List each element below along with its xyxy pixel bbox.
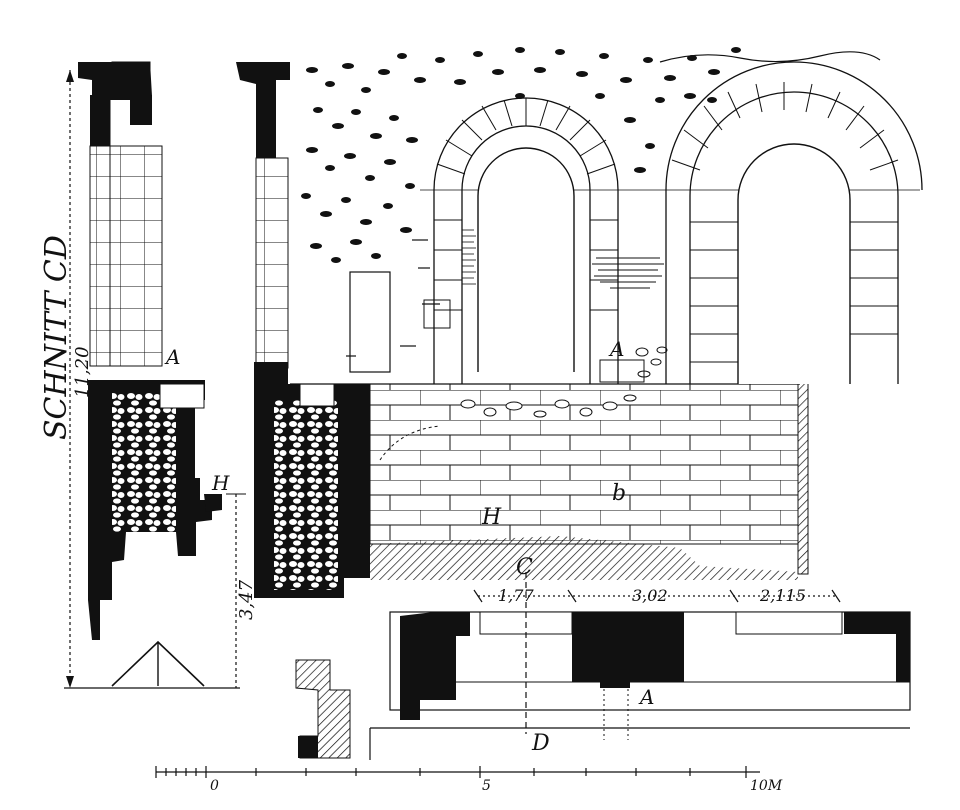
label-a-left: A <box>164 345 180 369</box>
label-h-section: H <box>211 471 230 495</box>
label-d: D <box>531 731 550 756</box>
label-c: C <box>516 555 533 580</box>
section-middle <box>236 62 370 598</box>
section-title: SCHNITT CD <box>39 235 74 440</box>
label-h-elevation: H <box>481 505 502 530</box>
scale-bar <box>155 766 760 778</box>
dimension-span-3: 2,115 <box>759 586 806 605</box>
elevation-upper <box>290 47 923 385</box>
label-a-right: A <box>608 337 624 361</box>
arch-left <box>433 97 619 384</box>
section-cd <box>64 61 246 689</box>
dimension-span-1: 1,77 <box>498 586 534 605</box>
scale-label-start: 0 <box>210 778 219 794</box>
ivy-foliage <box>301 47 741 263</box>
elevation-wall <box>369 341 809 580</box>
arch-right <box>665 61 923 384</box>
label-b: b <box>612 481 626 506</box>
dimension-total-height: 11,20 <box>72 346 93 398</box>
label-a-plan: A <box>638 685 654 709</box>
dimension-lower-height: 3,47 <box>236 579 257 620</box>
scale-label-mid: 5 <box>482 778 491 794</box>
scale-label-end: 10M <box>750 778 783 794</box>
dimension-span-2: 3,02 <box>632 586 668 605</box>
plan <box>295 572 911 760</box>
